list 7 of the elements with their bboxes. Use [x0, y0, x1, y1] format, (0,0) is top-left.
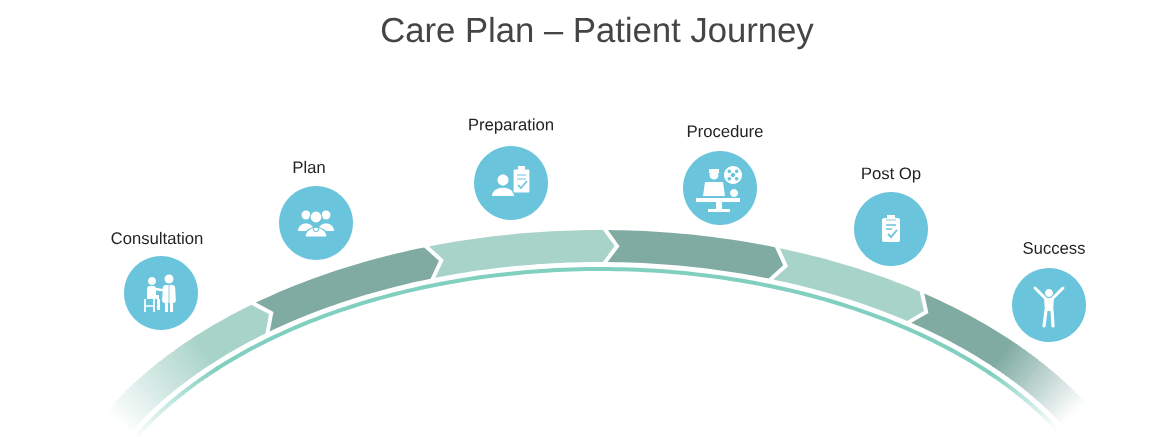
step-label: Post Op — [862, 167, 921, 183]
step-label: Preparation — [469, 118, 553, 134]
step-label: Procedure — [687, 124, 763, 138]
step-label: Plan — [293, 160, 325, 174]
step-label: Success — [1023, 242, 1085, 254]
step-label: Consultation — [111, 231, 203, 245]
title: Care Plan – Patient Journey — [381, 16, 814, 50]
